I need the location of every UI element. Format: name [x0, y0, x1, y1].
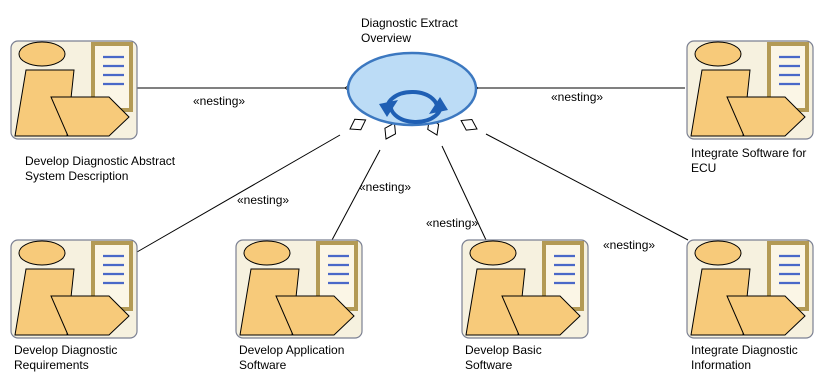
- activity-icon-abstract[interactable]: [9, 39, 139, 141]
- activity-label-integrate-sw: Integrate Software for ECU: [691, 146, 807, 175]
- activity-label-abstract: Develop Diagnostic Abstract System Descr…: [25, 154, 176, 183]
- activity-icon-application[interactable]: [234, 238, 364, 340]
- connector-lines: [136, 87, 689, 253]
- nesting-label: «nesting»: [237, 193, 290, 207]
- nesting-label: «nesting»: [551, 90, 604, 104]
- process-overview-icon: [346, 51, 478, 127]
- activity-label-information: Integrate Diagnostic Information: [691, 343, 798, 372]
- nesting-label: «nesting»: [603, 238, 656, 252]
- nesting-label: «nesting»: [426, 216, 479, 230]
- nesting-label: «nesting»: [359, 180, 412, 194]
- activity-label-basic: Develop Basic Software: [465, 343, 542, 372]
- activity-icon-basic[interactable]: [460, 238, 590, 340]
- activity-icon-integrate-sw[interactable]: [685, 39, 815, 141]
- overview-title: Diagnostic Extract Overview: [361, 16, 458, 45]
- nesting-label: «nesting»: [193, 94, 246, 108]
- activity-label-application: Develop Application Software: [239, 343, 345, 372]
- activity-label-requirements: Develop Diagnostic Requirements: [14, 343, 118, 372]
- activity-icon-information[interactable]: [685, 238, 815, 340]
- activity-icon-requirements[interactable]: [9, 238, 139, 340]
